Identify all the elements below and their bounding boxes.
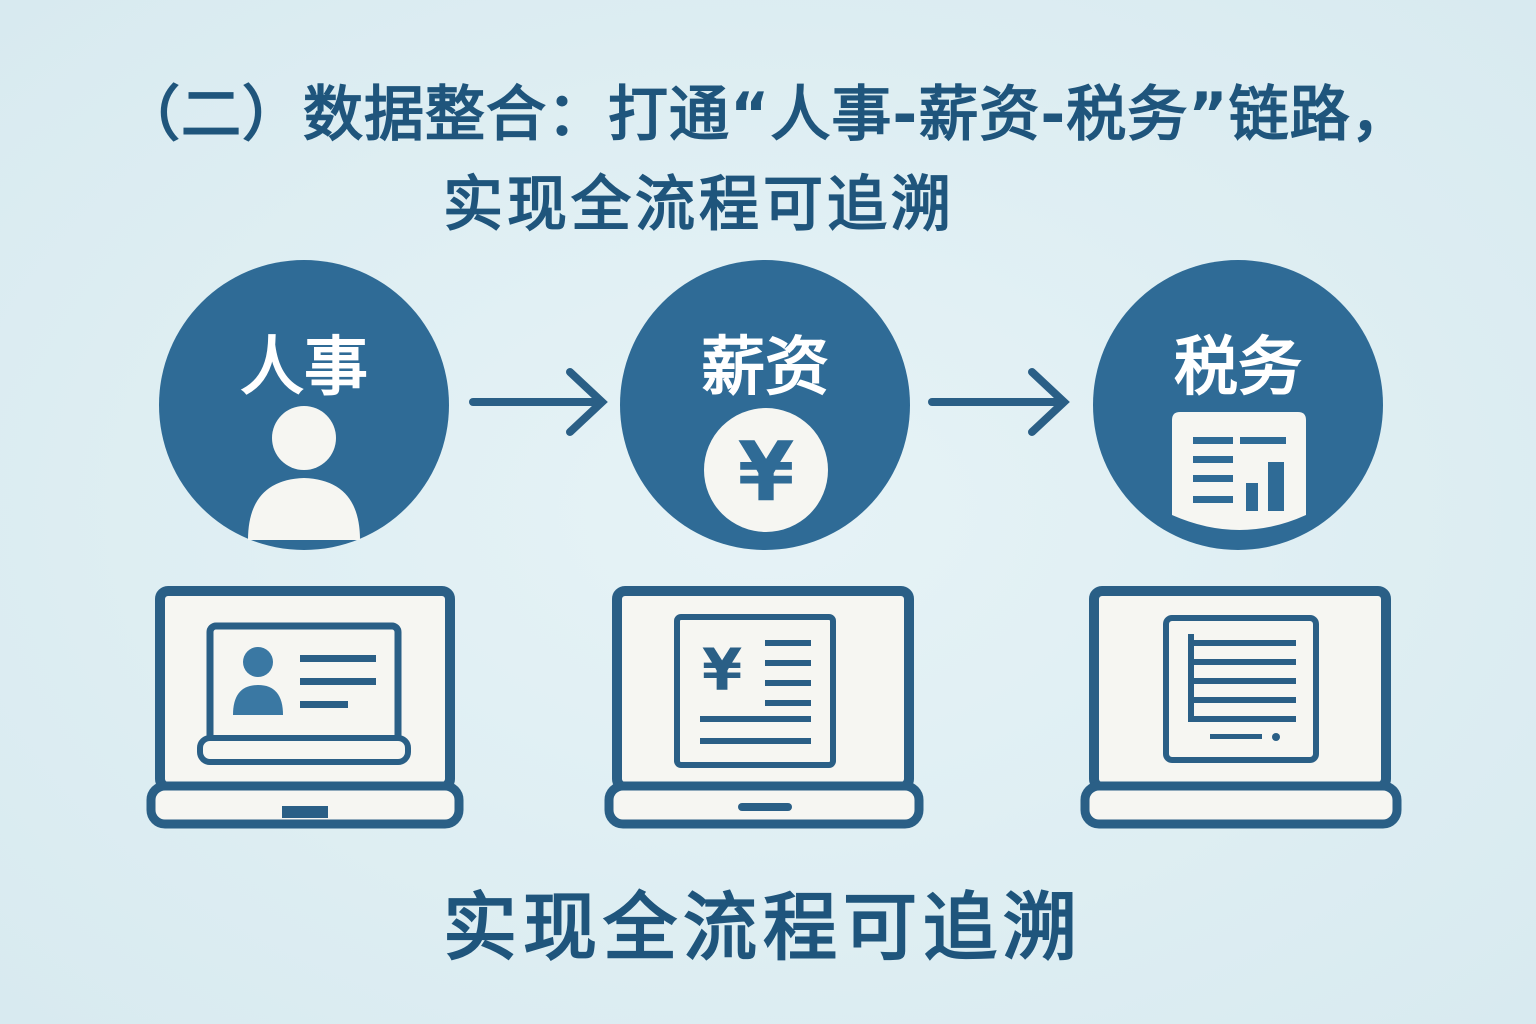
stage-label-hr: 人事 (240, 331, 368, 405)
person-icon (248, 406, 360, 540)
tax-circle (1093, 260, 1383, 550)
yen-coin-icon: ¥ (704, 408, 828, 532)
payroll-laptop-icon: ¥ (604, 586, 924, 829)
tax-laptop-icon (1080, 586, 1402, 829)
footer-caption: 实现全流程可追溯 (443, 885, 1083, 971)
stage-label-tax: 税务 (1174, 331, 1302, 405)
title-line-1: （二）数据整合：打通“人事-薪资-税务”链路， (120, 80, 1412, 150)
payroll-circle (620, 260, 910, 550)
tax-report-icon (1172, 412, 1306, 530)
arrow-icon (469, 368, 608, 436)
yen-symbol: ¥ (702, 636, 742, 704)
hr-laptop-icon (146, 586, 464, 829)
title-line-2: 实现全流程可追溯 (443, 170, 955, 240)
hr-circle (159, 260, 449, 550)
arrow-icon (928, 368, 1070, 436)
stage-label-payroll: 薪资 (701, 331, 829, 405)
yen-symbol: ¥ (737, 425, 794, 520)
